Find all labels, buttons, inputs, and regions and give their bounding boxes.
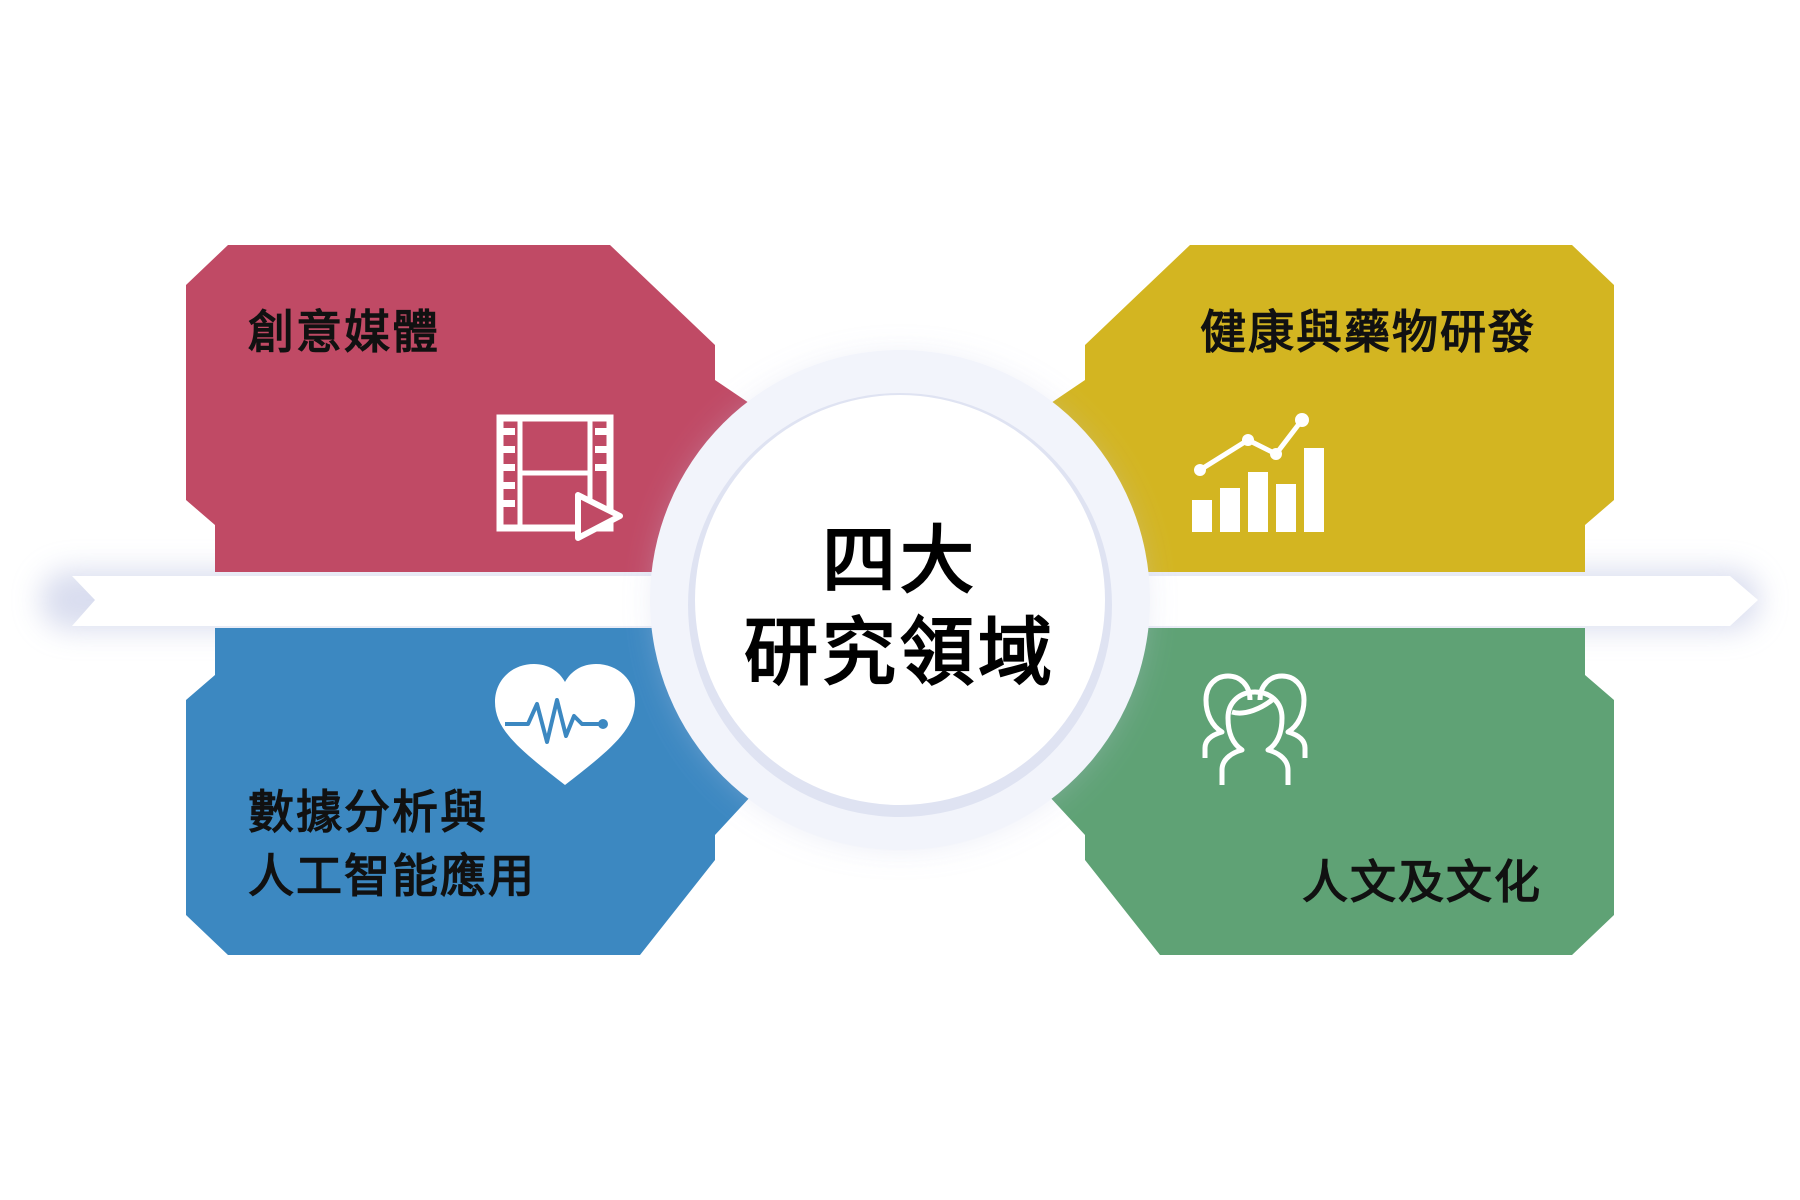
label-creative-media-text: 創意媒體 — [248, 305, 440, 359]
heart-pulse-icon — [495, 664, 635, 785]
center-title-line1: 四大 — [822, 518, 978, 604]
label-creative-media: 創意媒體 — [248, 300, 440, 364]
bar-chart-trend-icon — [1192, 413, 1324, 532]
label-data-analytics-line2: 人工智能應用 — [248, 849, 536, 903]
label-data-analytics-line1: 數據分析與 — [248, 785, 488, 839]
label-data-analytics-ai: 數據分析與 人工智能應用 — [248, 780, 536, 908]
film-play-icon — [496, 414, 623, 541]
label-humanities-culture-text: 人文及文化 — [1302, 855, 1542, 909]
label-humanities-culture: 人文及文化 — [1302, 850, 1542, 914]
center-circle — [695, 395, 1105, 805]
center-title: 四大 研究領域 — [740, 515, 1060, 699]
center-title-line2: 研究領域 — [744, 610, 1056, 696]
label-health-drug-development-text: 健康與藥物研發 — [1200, 305, 1536, 359]
label-health-drug-development: 健康與藥物研發 — [1200, 300, 1536, 364]
people-group-icon — [1202, 673, 1308, 785]
